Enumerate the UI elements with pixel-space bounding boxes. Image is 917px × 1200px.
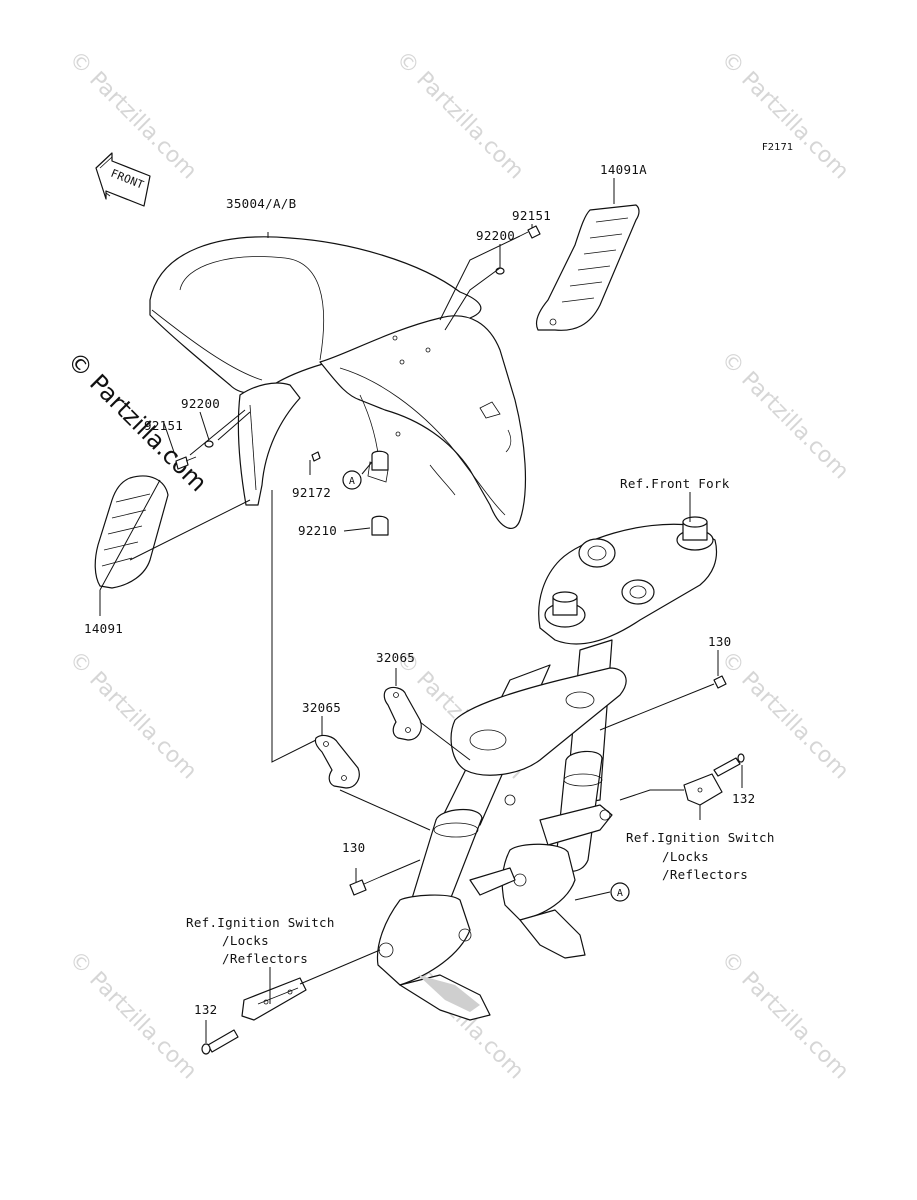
watermark: © Partzilla.com — [64, 647, 202, 785]
marker-a-lower: A — [610, 882, 630, 902]
label-92172: 92172 — [292, 485, 331, 500]
grommet-icon — [371, 450, 389, 471]
label-32065-lower: 32065 — [302, 700, 341, 715]
label-35004: 35004/A/B — [226, 196, 296, 211]
leader-lines — [99, 178, 743, 1043]
reflector-bracket-lower — [314, 734, 360, 789]
label-92151-left: 92151 — [144, 418, 183, 433]
label-ref-front-fork: Ref.Front Fork — [620, 476, 730, 491]
bolt-icon — [713, 757, 741, 777]
label-130-left: 130 — [342, 840, 365, 855]
bolt-icon — [527, 225, 541, 239]
label-92210: 92210 — [298, 523, 337, 538]
label-ref-ignition-right-3: /Reflectors — [662, 867, 748, 882]
watermark-main: © Partzilla.com — [62, 346, 213, 497]
label-14091: 14091 — [84, 621, 123, 636]
watermark: © Partzilla.com — [716, 947, 854, 1085]
grommet-icon — [371, 515, 389, 536]
marker-a-upper: A — [342, 470, 362, 490]
label-32065-upper: 32065 — [376, 650, 415, 665]
label-132-right: 132 — [732, 791, 755, 806]
washer-icon — [204, 440, 214, 448]
bolt-icon — [311, 451, 321, 462]
watermark: © Partzilla.com — [716, 47, 854, 185]
front-fender — [149, 236, 527, 530]
label-ref-ignition-right-2: /Locks — [662, 849, 709, 864]
reflector-bracket-upper — [383, 686, 422, 741]
bolt-icon — [713, 675, 727, 689]
label-92200-right: 92200 — [476, 228, 515, 243]
label-ref-ignition-left-1: Ref.Ignition Switch — [186, 915, 335, 930]
watermark: © Partzilla.com — [391, 47, 529, 185]
front-fork-assembly — [376, 516, 718, 1021]
washer-icon — [495, 267, 505, 275]
marker-a-upper-label: A — [349, 476, 355, 487]
bolt-icon — [207, 1029, 239, 1053]
watermark: © Partzilla.com — [64, 947, 202, 1085]
diagram-code: F2171 — [762, 142, 793, 153]
label-ref-ignition-left-3: /Reflectors — [222, 951, 308, 966]
bolt-130-left — [349, 876, 381, 896]
watermark: © Partzilla.com — [64, 47, 202, 185]
label-ref-ignition-left-2: /Locks — [222, 933, 269, 948]
label-130-right: 130 — [708, 634, 731, 649]
marker-a-lower-label: A — [617, 888, 623, 899]
label-92200-left: 92200 — [181, 396, 220, 411]
label-132-left: 132 — [194, 1002, 217, 1017]
reflector-left — [201, 977, 307, 1055]
front-arrow-icon: FRONT — [95, 152, 151, 207]
fender-hardware — [175, 225, 541, 536]
watermark: © Partzilla.com — [716, 347, 854, 485]
callout-labels: 35004/A/B 14091A 92151 92200 92200 92151… — [84, 162, 775, 1017]
fender-bracket-right — [535, 204, 640, 331]
label-14091A: 14091A — [600, 162, 647, 177]
label-92151-right: 92151 — [512, 208, 551, 223]
reflector-right — [683, 675, 745, 806]
label-ref-ignition-right-1: Ref.Ignition Switch — [626, 830, 775, 845]
bolt-icon — [175, 456, 189, 470]
